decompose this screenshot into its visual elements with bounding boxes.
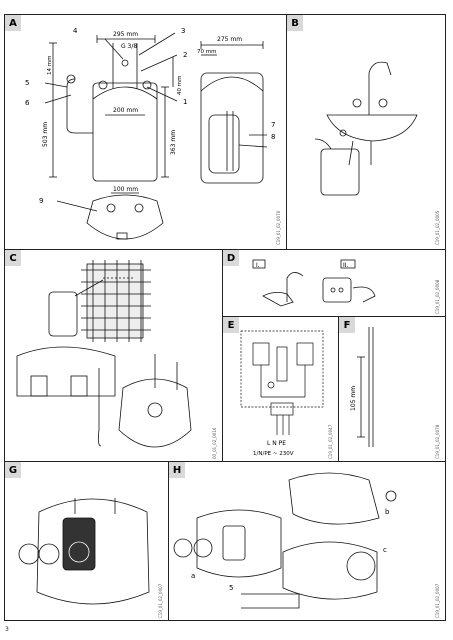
callout-b: b xyxy=(385,508,390,516)
step-labels-d: I. II. xyxy=(256,262,349,269)
wiring-labels: L N PE 1/N/PE ~ 230V xyxy=(253,440,294,457)
maintenance-drawing xyxy=(173,472,397,609)
wiring-diagram xyxy=(240,330,324,435)
panel-h: H a b c 5 C19_01_02_0007 xyxy=(168,461,446,621)
step-1-label: I. xyxy=(256,262,260,269)
dimension-labels-f: 105 mm xyxy=(350,386,357,411)
step-2-label: II. xyxy=(343,262,349,269)
heater-dimension-drawing xyxy=(44,32,268,240)
dimension-labels-a: 295 mm G 3/8 275 mm 70 mm 14 mm 40 mm 50… xyxy=(25,27,275,205)
panel-letter-e: E xyxy=(223,317,239,333)
installation-sink-drawing xyxy=(314,61,418,196)
callout-9: 9 xyxy=(39,197,43,205)
dim-thread: G 3/8 xyxy=(121,43,137,50)
callout-2: 2 xyxy=(183,51,187,59)
dim-w200: 200 mm xyxy=(113,107,138,114)
dim-width-top: 295 mm xyxy=(113,31,138,38)
terminal-labels: L N PE xyxy=(267,440,286,447)
panel-b: B C19_01_02_0005 xyxy=(286,14,446,250)
page-number: 3 xyxy=(5,626,9,633)
sensor-length-drawing xyxy=(357,327,374,447)
panel-letter-f: F xyxy=(339,317,355,333)
dim-h14: 14 mm xyxy=(47,56,53,75)
callout-5-h: 5 xyxy=(229,584,233,592)
operating-steps-drawing xyxy=(252,259,376,307)
dim-h40: 40 mm xyxy=(177,76,183,95)
figure-code-d: C19_01_02_0008 xyxy=(435,279,440,314)
callout-5: 5 xyxy=(25,79,29,87)
figure-code-g: C19_01_02_0007 xyxy=(158,583,163,618)
figure-code-h: C19_01_02_0007 xyxy=(435,583,440,618)
panel-a: A xyxy=(4,14,287,250)
panel-letter-b: B xyxy=(287,15,303,31)
panel-f: F 105 mm C19_01_02_0078 xyxy=(338,316,446,462)
panel-letter-h: H xyxy=(169,462,185,478)
callout-a: a xyxy=(191,572,195,580)
callout-6: 6 xyxy=(25,99,30,107)
wall-mounting-drawing xyxy=(16,260,192,448)
dim-depth: 275 mm xyxy=(217,36,242,43)
callout-c: c xyxy=(383,546,387,554)
figure-code-c: 00_01_02_0016 xyxy=(212,427,217,459)
panel-letter-d: D xyxy=(223,250,239,266)
panel-g: G C19_01_02_0007 xyxy=(4,461,169,621)
panel-e: E L N PE 1/N/PE ~ 230V C19_01_02_0047 xyxy=(222,316,339,462)
callout-labels-h: a b c 5 xyxy=(191,508,390,592)
callout-3: 3 xyxy=(181,27,185,35)
dim-depth-top: 70 mm xyxy=(197,49,216,55)
panel-letter-c: C xyxy=(5,250,21,266)
figure-code-b: C19_01_02_0005 xyxy=(435,210,440,245)
callout-7: 7 xyxy=(271,121,275,129)
figure-code-f: C19_01_02_0078 xyxy=(435,424,440,459)
supply-label: 1/N/PE ~ 230V xyxy=(253,451,294,457)
callout-1: 1 xyxy=(183,98,187,106)
callout-4: 4 xyxy=(73,27,78,35)
panel-d: D I. II. C19_01_02_0008 xyxy=(222,249,446,317)
dim-105: 105 mm xyxy=(350,386,357,411)
temperature-knob-drawing xyxy=(18,498,150,605)
figure-code-a: C19_01_02_0070 xyxy=(276,210,281,245)
dim-w100: 100 mm xyxy=(113,186,138,193)
panel-c: C 00_01_02_0016 xyxy=(4,249,223,462)
dim-h363: 363 mm xyxy=(170,130,177,155)
dim-h503: 503 mm xyxy=(42,122,49,147)
figure-code-e: C19_01_02_0047 xyxy=(328,424,333,459)
callout-8: 8 xyxy=(271,133,275,141)
panel-letter-g: G xyxy=(5,462,21,478)
panel-letter-a: A xyxy=(5,15,21,31)
